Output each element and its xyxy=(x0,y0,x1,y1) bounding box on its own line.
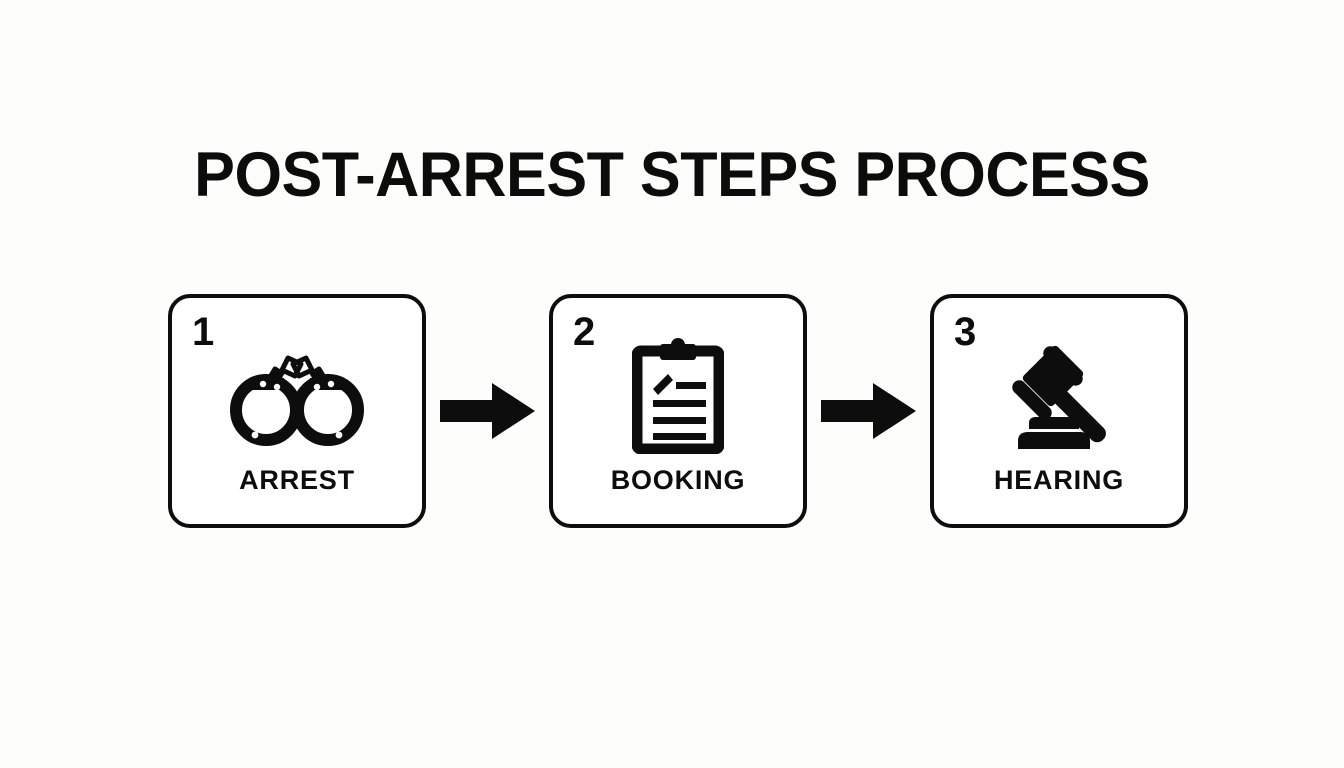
step-label: ARREST xyxy=(239,465,355,495)
gavel-icon xyxy=(934,336,1184,456)
arrow-right-icon xyxy=(821,383,917,439)
clipboard-icon xyxy=(553,336,803,456)
step-label: BOOKING xyxy=(610,465,746,495)
step-card-booking[interactable]: 2 BOOKING xyxy=(549,294,807,528)
process-flow: 1 xyxy=(168,293,1188,529)
page-title: POST-ARREST STEPS PROCESS xyxy=(194,140,1150,210)
step-card-arrest[interactable]: 1 xyxy=(168,294,426,528)
step-number: 2 xyxy=(573,310,596,354)
handcuffs-icon xyxy=(172,336,422,456)
step-number: 1 xyxy=(192,310,215,354)
step-card-hearing[interactable]: 3 xyxy=(930,294,1188,528)
arrow-right-icon xyxy=(440,383,536,439)
step-label: HEARING xyxy=(993,465,1125,495)
step-number: 3 xyxy=(954,310,977,354)
